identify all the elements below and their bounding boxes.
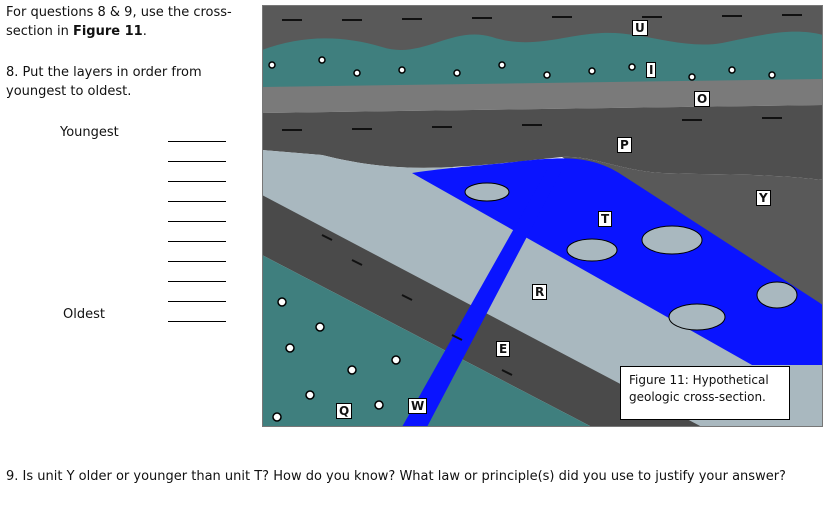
answer-blank[interactable] — [168, 141, 226, 142]
layer-o — [262, 79, 823, 113]
figure-frame — [262, 5, 823, 427]
xenolith — [464, 182, 510, 202]
label-q: Q — [336, 403, 353, 419]
label-w: W — [408, 398, 428, 414]
label-o: O — [694, 91, 711, 107]
answer-blank[interactable] — [168, 221, 226, 222]
answer-blank[interactable] — [168, 181, 226, 182]
label-r: R — [532, 284, 548, 300]
answer-blank[interactable] — [168, 321, 226, 322]
question-9: 9. Is unit Y older or younger than unit … — [6, 469, 786, 484]
answer-blank[interactable] — [168, 301, 226, 302]
xenolith — [641, 225, 703, 255]
answer-blank[interactable] — [168, 161, 226, 162]
answer-blank[interactable] — [168, 241, 226, 242]
intro-prefix: For questions 8 & 9, use the cross-secti… — [6, 5, 232, 39]
intro-suffix: . — [142, 24, 147, 39]
xenolith — [566, 238, 618, 262]
label-u: U — [632, 20, 648, 36]
label-p: P — [617, 137, 632, 153]
youngest-label: Youngest — [60, 125, 119, 140]
label-i: I — [646, 62, 657, 78]
answer-blank[interactable] — [168, 201, 226, 202]
layer-q — [262, 255, 592, 427]
label-t: T — [598, 211, 613, 227]
dike-w — [402, 170, 562, 427]
question-8: 8. Put the layers in order from youngest… — [6, 65, 202, 99]
layer-i — [262, 31, 823, 93]
figure-reference: Figure 11 — [72, 24, 143, 39]
answer-blank[interactable] — [168, 281, 226, 282]
cross-section-figure — [262, 5, 823, 427]
layer-p — [262, 105, 823, 180]
xenolith — [668, 303, 726, 331]
figure-caption: Figure 11: Hypothetical geologic cross-s… — [620, 366, 790, 420]
layer-dashes — [282, 14, 802, 376]
layer-pebbles — [268, 56, 776, 422]
answer-blank[interactable] — [168, 261, 226, 262]
label-y: Y — [756, 190, 771, 206]
intro-text: For questions 8 & 9, use the cross-secti… — [6, 3, 256, 41]
oldest-label: Oldest — [63, 307, 105, 322]
label-e: E — [496, 341, 511, 357]
xenolith — [756, 281, 798, 309]
